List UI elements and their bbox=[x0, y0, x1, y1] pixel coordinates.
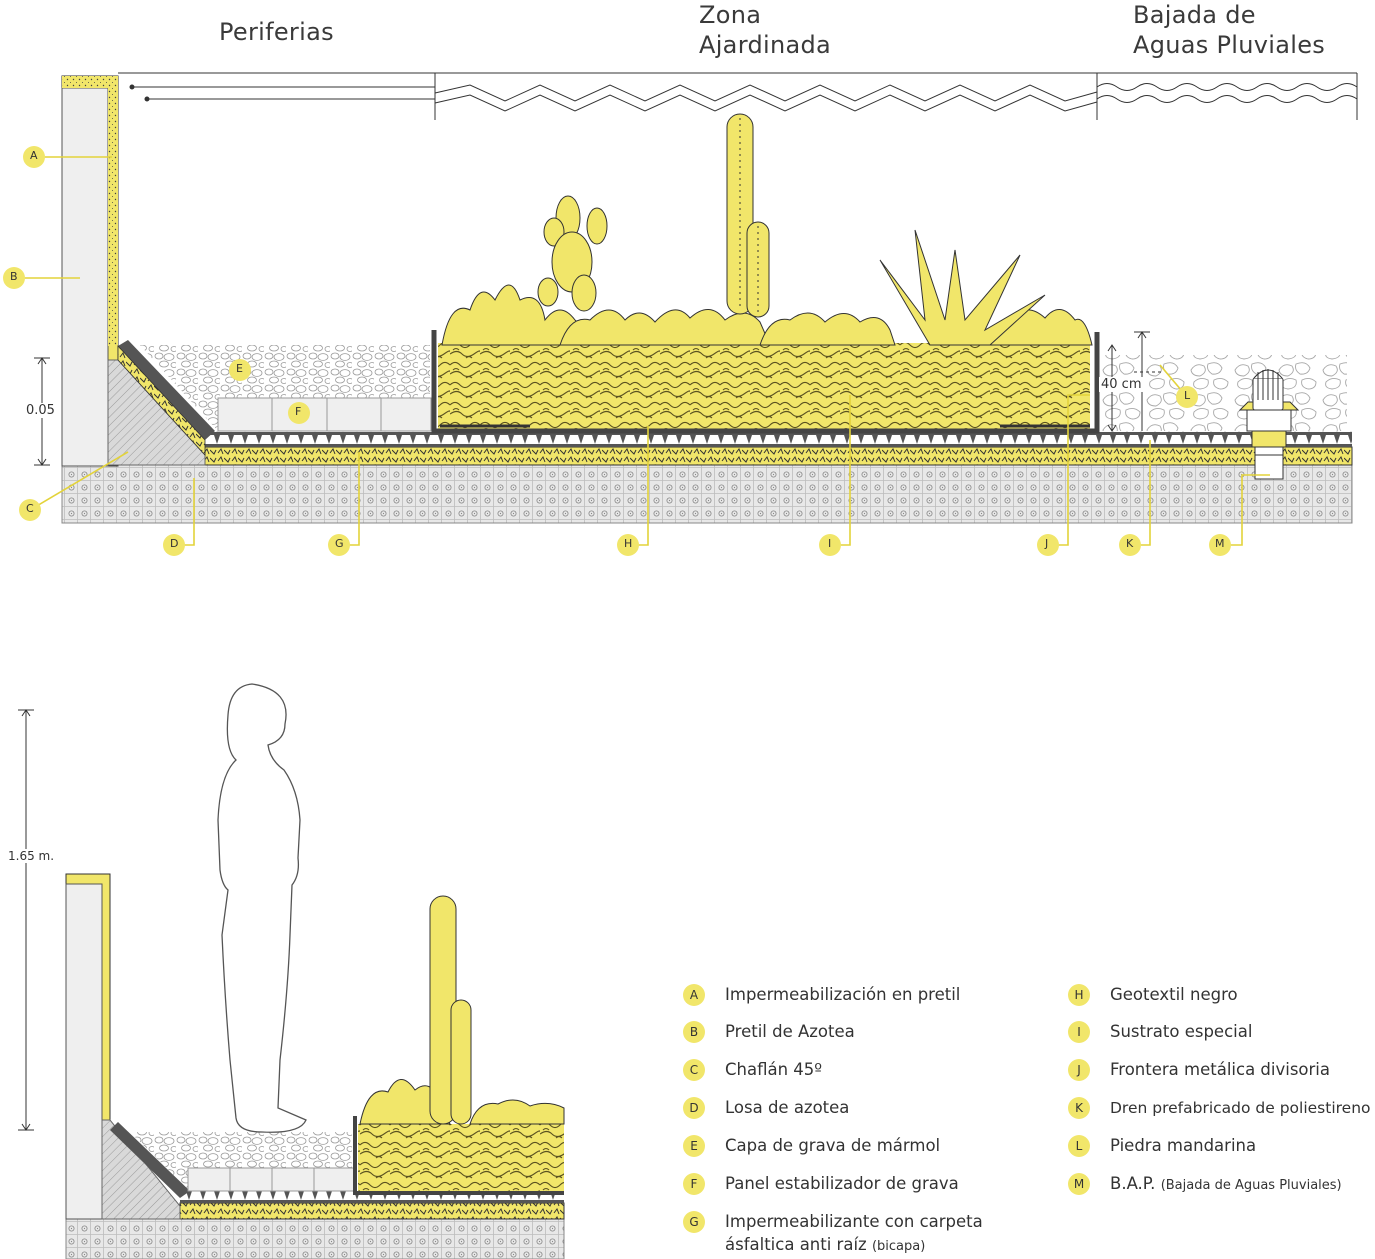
legend-key-i: I bbox=[1068, 1021, 1090, 1043]
top-structure-lines bbox=[118, 72, 1358, 120]
callout-m bbox=[1209, 534, 1231, 556]
callout-l-label: L bbox=[1184, 389, 1191, 402]
legend-label-b: Pretil de Azotea bbox=[725, 1022, 855, 1041]
callout-d bbox=[163, 534, 185, 556]
callout-i bbox=[819, 534, 841, 556]
legend-label-f: Panel estabilizador de grava bbox=[725, 1174, 959, 1193]
legend-key-d: D bbox=[683, 1097, 705, 1119]
header-zona-line1: Zona bbox=[699, 1, 762, 29]
header-periferias: Periferias bbox=[219, 18, 334, 46]
callout-d-label: D bbox=[170, 537, 179, 550]
callout-g bbox=[328, 534, 350, 556]
legend-label-l: Piedra mandarina bbox=[1110, 1136, 1257, 1155]
header-zona-line2: Ajardinada bbox=[699, 31, 831, 59]
callout-i-label: I bbox=[828, 537, 832, 550]
downspout-bap bbox=[1238, 369, 1300, 480]
gravel-stabilizer-panel bbox=[217, 397, 432, 432]
callout-e-label: E bbox=[236, 362, 243, 375]
legend-label-k: Dren prefabricado de poliestireno bbox=[1110, 1099, 1371, 1117]
legend-key-e: E bbox=[683, 1135, 705, 1157]
legend-key-k: K bbox=[1068, 1097, 1090, 1119]
person-silhouette bbox=[217, 683, 307, 1133]
callout-k bbox=[1119, 534, 1141, 556]
callout-l bbox=[1176, 386, 1198, 408]
legend-label-c: Chaflán 45º bbox=[725, 1060, 823, 1079]
chamfer-height-label: 0.05 bbox=[24, 403, 57, 418]
legend-label-e: Capa de grava de mármol bbox=[725, 1136, 941, 1155]
callout-b-label: B bbox=[10, 270, 18, 283]
legend-key-a: A bbox=[683, 984, 705, 1006]
polystyrene-drain bbox=[205, 431, 1352, 447]
callout-g-label: G bbox=[335, 537, 344, 550]
legend-label-m: B.A.P. bbox=[1110, 1174, 1156, 1193]
chamfer-drain bbox=[118, 340, 215, 440]
header-bajada-line2: Aguas Pluviales bbox=[1133, 31, 1326, 59]
succulent-plants bbox=[441, 284, 1093, 346]
callout-badges bbox=[3, 146, 1231, 556]
waterproofing-membrane bbox=[204, 446, 1353, 466]
agave-plant bbox=[879, 229, 1046, 346]
chamfer-45 bbox=[107, 359, 206, 466]
legend-label-g-line2: ásfaltica anti raíz bbox=[725, 1235, 867, 1254]
columnar-cactus bbox=[726, 113, 770, 318]
legend-key-b: B bbox=[683, 1021, 705, 1043]
legend-key-j: J bbox=[1068, 1059, 1090, 1081]
callout-k-label: K bbox=[1126, 537, 1134, 550]
callout-c-label: C bbox=[26, 502, 34, 515]
callout-h-label: H bbox=[624, 537, 633, 550]
parapet-core bbox=[61, 87, 109, 467]
legend-key-c: C bbox=[683, 1059, 705, 1081]
callout-f bbox=[288, 402, 310, 424]
legend-note-m: (Bajada de Aguas Pluviales) bbox=[1160, 1178, 1342, 1193]
header-bajada-line1: Bajada de bbox=[1133, 1, 1256, 29]
callout-a bbox=[23, 146, 45, 168]
person-height-label: 1.65 m. bbox=[6, 849, 57, 863]
legend-key-h: H bbox=[1068, 984, 1090, 1006]
special-substrate bbox=[438, 343, 1090, 429]
human-scale-section bbox=[18, 683, 565, 1259]
legend-key-m: M bbox=[1068, 1173, 1090, 1195]
callout-j-label: J bbox=[1045, 537, 1049, 550]
callout-e bbox=[229, 359, 251, 381]
mandarin-stones bbox=[1102, 355, 1347, 431]
legend-label-d: Losa de azotea bbox=[725, 1098, 850, 1117]
callout-f-label: F bbox=[295, 405, 302, 418]
roof-slab bbox=[61, 464, 1353, 524]
substrate-depth-label: 40 cm bbox=[1099, 377, 1144, 392]
prickly-pear-cactus bbox=[537, 195, 608, 312]
callout-b bbox=[3, 267, 25, 289]
legend-key-l: L bbox=[1068, 1135, 1090, 1157]
callout-c bbox=[19, 499, 41, 521]
legend-label-i: Sustrato especial bbox=[1110, 1022, 1253, 1041]
callout-h bbox=[617, 534, 639, 556]
legend-key-g: G bbox=[683, 1211, 705, 1233]
legend-label-h: Geotextil negro bbox=[1110, 985, 1238, 1004]
callout-a-label: A bbox=[30, 149, 38, 162]
legend-label-j: Frontera metálica divisoria bbox=[1110, 1060, 1331, 1079]
legend-label-g: Impermeabilizante con carpeta bbox=[725, 1212, 983, 1231]
metal-border bbox=[431, 330, 1100, 434]
parapet-waterproofing bbox=[108, 76, 118, 346]
chamfer-membrane bbox=[117, 344, 206, 457]
legend-label-a: Impermeabilización en pretil bbox=[725, 985, 961, 1004]
legend-key-f: F bbox=[683, 1173, 705, 1195]
callout-m-label: M bbox=[1215, 537, 1225, 550]
callout-j bbox=[1037, 534, 1059, 556]
legend-note-g: (bicapa) bbox=[871, 1239, 926, 1254]
